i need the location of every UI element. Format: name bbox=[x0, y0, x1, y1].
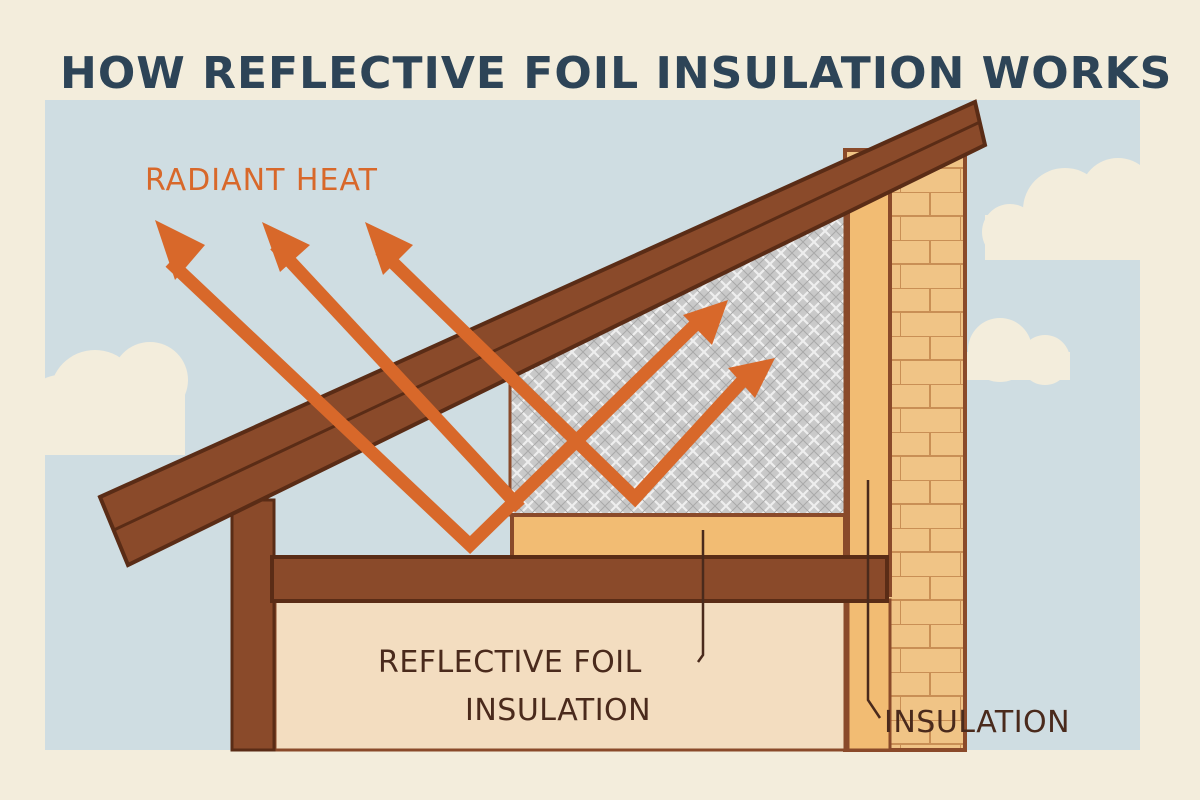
roof-rafter bbox=[97, 99, 988, 568]
cloud-icon bbox=[960, 318, 1070, 385]
reflected-heat-arrowhead bbox=[683, 300, 728, 345]
reflective-foil-label-line1: REFLECTIVE FOIL bbox=[378, 645, 642, 680]
foil-leader-line bbox=[696, 530, 705, 663]
radiant-heat-arrowhead bbox=[365, 222, 413, 275]
diagram-title: HOW REFLECTIVE FOIL INSULATION WORKS bbox=[60, 48, 1172, 99]
reflected-heat-arrowhead bbox=[728, 358, 775, 398]
radiant-heat-arrowhead bbox=[155, 220, 205, 280]
wooden-post bbox=[230, 498, 276, 752]
insulation-label: INSULATION bbox=[884, 705, 1070, 740]
radiant-heat-arrow bbox=[165, 257, 705, 555]
cloud-icon bbox=[982, 158, 1156, 260]
ceiling-beam bbox=[270, 555, 889, 603]
cloud-icon bbox=[25, 342, 188, 455]
reflective-foil-label-line2: INSULATION bbox=[465, 693, 651, 728]
radiant-heat-arrow bbox=[270, 240, 525, 513]
insulation-leader-line bbox=[866, 480, 882, 719]
radiant-heat-arrow bbox=[375, 245, 750, 508]
radiant-heat-arrowhead bbox=[262, 222, 310, 272]
ceiling-insulation bbox=[510, 513, 847, 562]
radiant-heat-label: RADIANT HEAT bbox=[145, 163, 378, 198]
